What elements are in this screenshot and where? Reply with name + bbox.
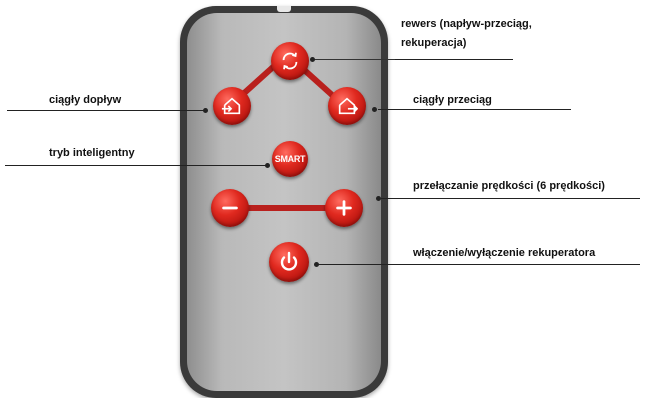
pointer-dot-supply (203, 108, 208, 113)
label-speed: przełączanie prędkości (6 prędkości) (413, 180, 605, 192)
underline-power (318, 264, 640, 265)
label-power: włączenie/wyłączenie rekuperatora (413, 247, 596, 259)
leader-reverse (313, 59, 395, 60)
power-icon (280, 251, 298, 271)
house-arrow-in-icon (221, 97, 241, 115)
pointer-dot-smart (265, 163, 270, 168)
pointer-dot-speed (376, 196, 381, 201)
pointer-dot-reverse (310, 57, 315, 62)
minus-icon (222, 206, 238, 210)
label-reverse-line1: rewers (napływ-przeciąg, (401, 18, 532, 30)
underline-reverse (395, 59, 513, 60)
rotate-arrows-icon (282, 52, 298, 70)
underline-supply (7, 110, 204, 111)
ir-emitter (277, 6, 291, 12)
underline-speed (381, 198, 640, 199)
label-exhaust: ciągły przeciąg (413, 94, 492, 106)
remote-diagram: SMART rewers (napływ-przeciąg, rekuperac… (5, 6, 640, 398)
smart-button[interactable]: SMART (272, 141, 308, 177)
exhaust-button[interactable] (328, 87, 366, 125)
label-reverse-line2: rekuperacja) (401, 37, 467, 49)
underline-exhaust (378, 109, 571, 110)
label-smart: tryb inteligentny (49, 147, 135, 159)
pointer-dot-exhaust (372, 107, 377, 112)
reverse-button[interactable] (271, 42, 309, 80)
pointer-dot-power (314, 262, 319, 267)
smart-button-label: SMART (274, 154, 306, 164)
speed-down-button[interactable] (211, 189, 249, 227)
house-arrow-out-icon (338, 97, 358, 115)
connector-minus-to-plus (228, 205, 344, 211)
supply-button[interactable] (213, 87, 251, 125)
speed-up-button[interactable] (325, 189, 363, 227)
label-supply: ciągły dopływ (49, 94, 122, 106)
power-button[interactable] (269, 242, 309, 282)
underline-smart (5, 165, 267, 166)
plus-icon (336, 200, 352, 216)
